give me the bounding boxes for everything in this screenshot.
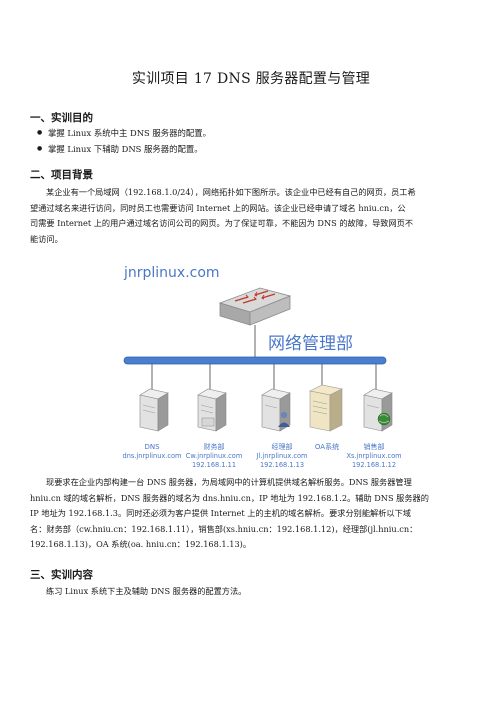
node-domain-manager: Jl.jnrplinux.com: [256, 452, 308, 460]
network-bus: [123, 356, 387, 365]
node-name-finance: 财务部: [204, 442, 225, 451]
paragraph-line: 司需要 Internet 上的用户通过域名访问公司的网页。为了保证可靠，不能因为…: [30, 218, 414, 228]
paragraph-line: IP 地址为 192.168.1.3。同时还必须为客户提供 Internet 上…: [30, 508, 411, 518]
paragraph-line: 名：财务部（cw.hniu.cn：192.168.1.11），销售部(xs.hn…: [30, 523, 418, 534]
node-ip-sales: 192.168.1.12: [352, 461, 396, 469]
node-domain-dns: dns.jnrplinux.com: [123, 452, 182, 460]
node-ip-finance: 192.168.1.11: [192, 461, 236, 469]
dns-server-icon: [139, 388, 169, 432]
node-name-manager: 经理部: [272, 442, 293, 451]
paragraph-line: 能访问。: [30, 233, 63, 244]
paragraph-line: 现要求在企业内部构建一台 DNS 服务器，为局域网中的计算机提供域名解析服务。D…: [46, 477, 412, 487]
content-paragraph: 练习 Linux 系统下主及辅助 DNS 服务器的配置方法。: [30, 584, 474, 600]
section-heading-objectives: 一、实训目的: [30, 112, 93, 124]
finance-server-icon: [197, 388, 227, 432]
paragraph-line: 望通过域名来进行访问，同时员工也需要访问 Internet 上的网站。该企业已经…: [30, 202, 406, 213]
node-domain-sales: Xs.jnrplinux.com: [346, 452, 401, 460]
section-heading-content: 三、实训内容: [30, 569, 93, 581]
requirements-paragraph: 现要求在企业内部构建一台 DNS 服务器，为局域网中的计算机提供域名解析服务。D…: [30, 475, 474, 553]
network-label: 网络管理部: [268, 334, 353, 354]
paragraph-line: 某企业有一个局域网（192.168.1.0/24），网络拓扑如下图所示。该企业中…: [46, 187, 416, 197]
paragraph-line: hniu.cn 域的域名解析，DNS 服务器的域名为 dns.hniu.cn，I…: [30, 492, 429, 503]
bullet-item: 掌握 Linux 系统中主 DNS 服务器的配置。: [37, 127, 211, 139]
background-paragraph: 某企业有一个局域网（192.168.1.0/24），网络拓扑如下图所示。该企业中…: [30, 185, 474, 247]
node-name-dns: DNS: [144, 443, 160, 451]
site-label: jnrplinux.com: [123, 265, 220, 281]
bullet-item: 掌握 Linux 下辅助 DNS 服务器的配置。: [37, 143, 203, 155]
sales-server-icon: [363, 388, 393, 432]
paragraph-line: 练习 Linux 系统下主及辅助 DNS 服务器的配置方法。: [46, 586, 247, 596]
paragraph-line: 192.168.1.13)，OA 系统(oa. hniu.cn：192.168.…: [30, 539, 252, 549]
switch-icon: [218, 287, 292, 326]
network-topology-diagram: jnrplinux.com 网络管理部: [123, 265, 402, 469]
node-ip-manager: 192.168.1.13: [260, 461, 304, 469]
section-heading-background: 二、项目背景: [30, 169, 93, 181]
node-name-oa: OA系统: [315, 442, 339, 451]
page-title: 实训项目 17 DNS 服务器配置与管理: [131, 71, 371, 87]
node-domain-finance: Cw.jnrplinux.com: [186, 452, 243, 460]
node-name-sales: 销售部: [364, 442, 385, 451]
manager-server-icon: [261, 388, 291, 432]
oa-server-icon: [309, 384, 343, 432]
